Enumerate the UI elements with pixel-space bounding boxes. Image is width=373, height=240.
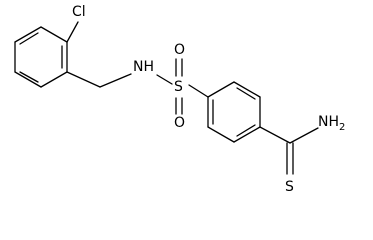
chlorophenyl-ring (14, 26, 68, 88)
c-cl-bond (66, 21, 79, 43)
phenylene-ring (207, 81, 261, 143)
s-o-bottom-double-bond (175, 97, 183, 115)
ring-thioamide-bond (259, 126, 291, 144)
chlorine-label: Cl (72, 4, 86, 20)
c-s-double-bond (286, 142, 294, 175)
amine-nh2-label: NH2 (318, 114, 345, 133)
s-o-top-double-bond (175, 58, 183, 77)
s-aryl-bond (188, 84, 209, 98)
sulfonamide-nh-label: NH (133, 59, 154, 75)
n-s-bond (156, 74, 173, 85)
sulfonyl-o-top-label: O (174, 42, 185, 58)
molecule-structure: Cl NH S O O NH2 S (14, 4, 345, 195)
c-nh2-bond (289, 127, 319, 144)
ring-ch2-bond (66, 71, 101, 88)
thio-s-label: S (285, 179, 294, 195)
sulfonyl-s-label: S (174, 79, 183, 95)
sulfonyl-o-bottom-label: O (174, 115, 185, 131)
ch2-n-bond (99, 73, 132, 88)
